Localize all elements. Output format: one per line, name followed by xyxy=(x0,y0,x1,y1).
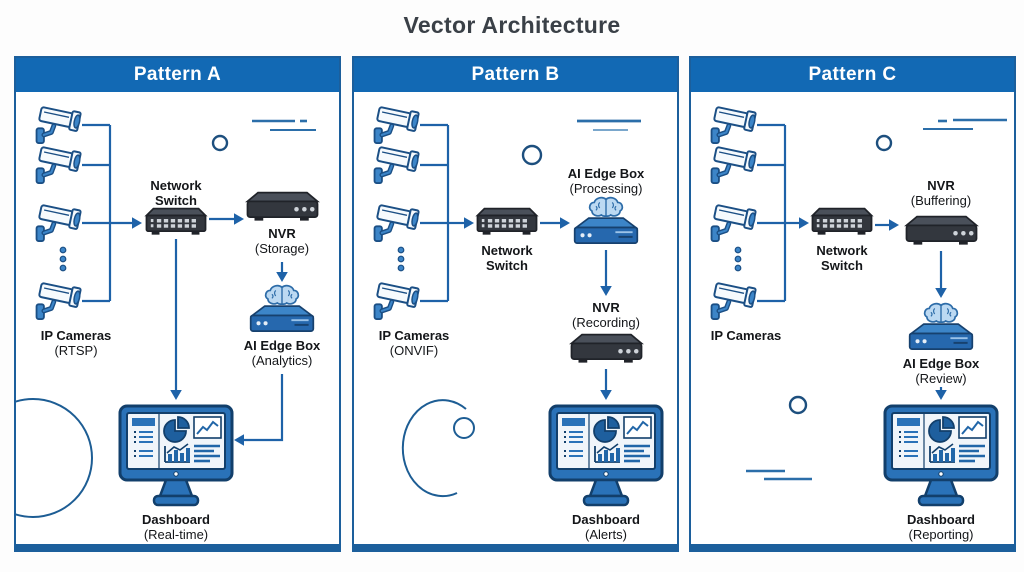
decor-shapes xyxy=(401,119,641,498)
ip-cameras-sub: (ONVIF) xyxy=(389,343,439,359)
ip-cameras-label: IP Cameras (RTSP) xyxy=(21,328,131,359)
network-switch-label: Network Switch xyxy=(805,243,879,274)
ai-edge-box-sub: (Processing) xyxy=(569,181,643,197)
panel-c-body: IP Cameras Network Switch NVR (Buffering… xyxy=(691,92,1014,544)
dashboard-sub: (Reporting) xyxy=(908,527,974,543)
pattern-b-diagram xyxy=(354,92,664,507)
panel-a-footer-bar xyxy=(16,544,339,550)
decor-shapes xyxy=(746,118,1007,481)
arrow-switch-to-dashboard xyxy=(170,239,182,400)
network-switch-label: Network Switch xyxy=(139,178,213,209)
arrow-switch-to-edge xyxy=(540,217,570,229)
dashboard-name: Dashboard xyxy=(907,512,975,527)
arrow-cameras-to-switch xyxy=(785,217,809,229)
ai-edge-box-label: AI Edge Box (Analytics) xyxy=(227,338,337,369)
dashboard-sub: (Alerts) xyxy=(585,527,627,543)
ai-edge-box-label: AI Edge Box (Processing) xyxy=(551,166,661,197)
panel-c-footer-bar xyxy=(691,544,1014,550)
dashboard-name: Dashboard xyxy=(142,512,210,527)
network-switch-name: Network Switch xyxy=(150,178,202,209)
panel-pattern-b: Pattern B xyxy=(352,56,679,552)
nvr-icon xyxy=(905,215,978,246)
dashboard-label: Dashboard (Real-time) xyxy=(121,512,231,543)
nvr-icon xyxy=(246,191,319,222)
network-switch-label: Network Switch xyxy=(470,243,544,274)
ai-edge-box-name: AI Edge Box xyxy=(243,338,321,353)
dashboard-icon xyxy=(118,404,234,507)
panel-b-header: Pattern B xyxy=(354,58,677,92)
arrow-switch-to-nvr xyxy=(209,213,244,225)
decor-shapes xyxy=(16,119,316,518)
ip-cameras-label: IP Cameras xyxy=(691,328,801,343)
arrow-edge-to-dashboard xyxy=(234,374,284,446)
ip-cameras-icon xyxy=(375,105,448,320)
panel-a-body: IP Cameras (RTSP) Network Switch NVR (St… xyxy=(16,92,339,544)
nvr-name: NVR xyxy=(592,300,620,315)
dashboard-icon xyxy=(548,404,664,507)
page-title: Vector Architecture xyxy=(403,12,621,38)
panel-pattern-c: Pattern C xyxy=(689,56,1016,552)
panel-c-header: Pattern C xyxy=(691,58,1014,92)
arrow-nvr-to-edge xyxy=(276,262,288,282)
network-switch-icon xyxy=(476,207,538,236)
ai-edge-box-sub: (Review) xyxy=(915,371,967,387)
ip-cameras-sub: (RTSP) xyxy=(54,343,98,359)
arrow-nvr-to-dashboard xyxy=(600,369,612,400)
nvr-label: NVR (Buffering) xyxy=(886,178,996,209)
panel-pattern-a: Pattern A xyxy=(14,56,341,552)
dashboard-label: Dashboard (Reporting) xyxy=(886,512,996,543)
ip-cameras-name: IP Cameras xyxy=(710,328,782,343)
ai-edge-box-name: AI Edge Box xyxy=(567,166,645,181)
arrow-switch-to-nvr xyxy=(875,219,899,231)
ai-edge-box-icon xyxy=(573,196,639,245)
arrow-cameras-to-switch xyxy=(110,217,142,229)
panel-c-title: Pattern C xyxy=(808,64,897,85)
ai-edge-box-icon xyxy=(249,284,315,333)
panel-a-header: Pattern A xyxy=(16,58,339,92)
ip-cameras-icon xyxy=(712,105,785,320)
network-switch-name: Network Switch xyxy=(481,243,533,274)
network-switch-icon xyxy=(811,207,873,236)
dashboard-label: Dashboard (Alerts) xyxy=(551,512,661,543)
ai-edge-box-icon xyxy=(908,302,974,351)
nvr-label: NVR (Recording) xyxy=(551,300,661,331)
nvr-sub: (Storage) xyxy=(254,241,310,257)
ip-cameras-name: IP Cameras xyxy=(378,328,450,343)
ai-edge-box-label: AI Edge Box (Review) xyxy=(886,356,996,387)
nvr-sub: (Buffering) xyxy=(910,193,972,209)
panel-b-body: IP Cameras (ONVIF) Network Switch AI Edg… xyxy=(354,92,677,544)
panel-b-title: Pattern B xyxy=(471,64,560,85)
nvr-icon xyxy=(570,333,643,364)
ai-edge-box-sub: (Analytics) xyxy=(251,353,313,369)
arrow-nvr-to-edge xyxy=(935,251,947,298)
pattern-c-diagram xyxy=(691,92,1007,507)
arrow-cameras-to-switch xyxy=(448,217,474,229)
ai-edge-box-name: AI Edge Box xyxy=(902,356,980,371)
ip-cameras-name: IP Cameras xyxy=(40,328,112,343)
dashboard-sub: (Real-time) xyxy=(143,527,209,543)
network-switch-name: Network Switch xyxy=(816,243,868,274)
nvr-name: NVR xyxy=(927,178,955,193)
dashboard-icon xyxy=(883,404,999,507)
network-switch-icon xyxy=(145,207,207,236)
nvr-label: NVR (Storage) xyxy=(232,226,332,257)
panel-b-footer-bar xyxy=(354,544,677,550)
panel-a-title: Pattern A xyxy=(133,64,222,85)
nvr-sub: (Recording) xyxy=(572,315,640,331)
dashboard-name: Dashboard xyxy=(572,512,640,527)
arrow-edge-to-dashboard xyxy=(935,387,947,400)
nvr-name: NVR xyxy=(268,226,296,241)
pattern-a-diagram xyxy=(16,92,319,518)
ip-cameras-label: IP Cameras (ONVIF) xyxy=(359,328,469,359)
ip-cameras-icon xyxy=(37,105,110,320)
arrow-edge-to-nvr xyxy=(600,250,612,296)
